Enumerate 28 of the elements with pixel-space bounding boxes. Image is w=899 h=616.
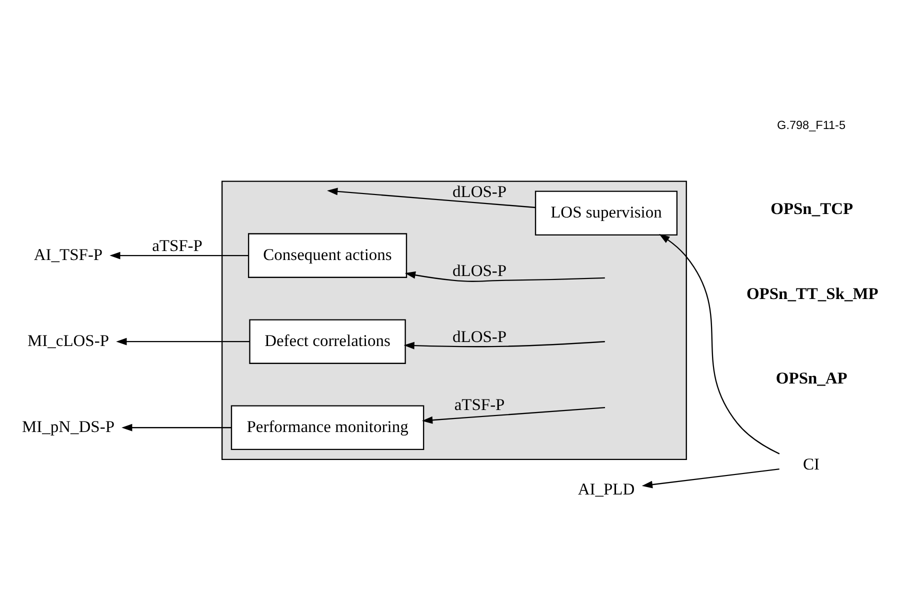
arrow bbox=[327, 188, 536, 208]
node-box: Consequent actions bbox=[248, 233, 408, 278]
edge-label: dLOS-P bbox=[452, 326, 507, 346]
node-text: CI bbox=[803, 454, 820, 474]
arrow bbox=[122, 424, 232, 432]
arrow bbox=[404, 271, 605, 282]
arrow bbox=[404, 341, 605, 350]
node-text: MI_pN_DS-P bbox=[22, 416, 115, 436]
label: OPSn_AP bbox=[776, 368, 848, 388]
edge-label: dLOS-P bbox=[452, 182, 507, 201]
arrow bbox=[110, 252, 248, 260]
arrow bbox=[642, 468, 780, 488]
label: OPSn_TT_Sk_MP bbox=[746, 284, 878, 303]
arrow bbox=[116, 338, 250, 346]
node-text: MI_cLOS-P bbox=[28, 330, 110, 350]
edge-label: aTSF-P bbox=[152, 236, 202, 256]
edge-label: dLOS-P bbox=[452, 260, 507, 280]
node-text: AI_PLD bbox=[578, 479, 635, 498]
edge-label: aTSF-P bbox=[454, 395, 505, 414]
node-box: LOS supervision bbox=[534, 190, 678, 236]
node-box: Defect correlations bbox=[249, 319, 406, 364]
arrow bbox=[422, 407, 606, 424]
node-box: Performance monitoring bbox=[230, 405, 424, 450]
label: G.798_F11-5 bbox=[777, 118, 846, 132]
cluster bbox=[221, 180, 687, 460]
node-text: AI_TSF-P bbox=[34, 244, 103, 264]
label: OPSn_TCP bbox=[770, 198, 854, 218]
arrow bbox=[659, 234, 780, 454]
